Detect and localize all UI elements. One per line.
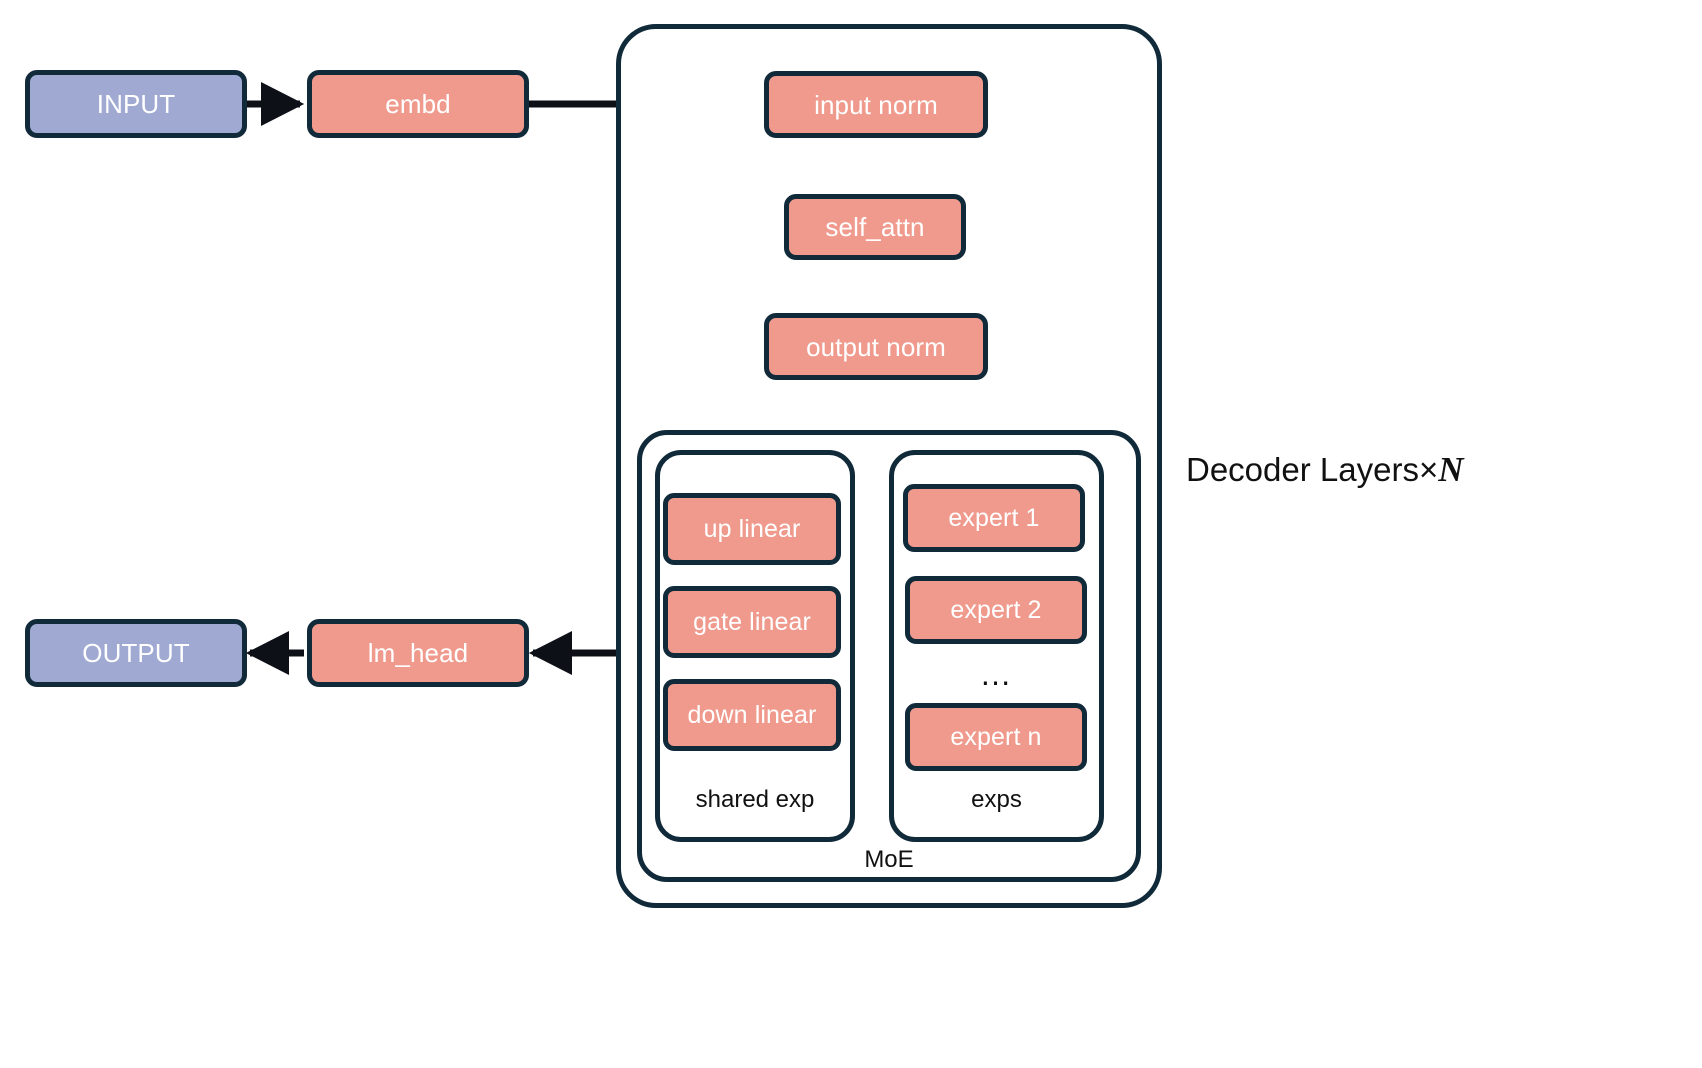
gate-linear-node-label: gate linear <box>693 607 811 636</box>
down-linear-node[interactable]: down linear <box>663 679 841 751</box>
self-attn-node[interactable]: self_attn <box>784 194 966 260</box>
exps-caption: exps <box>971 786 1022 813</box>
input-node-label: INPUT <box>96 89 176 119</box>
expert-n-node[interactable]: expert n <box>905 703 1087 771</box>
embd-node[interactable]: embd <box>307 70 529 138</box>
input-norm-node-label: input norm <box>814 89 938 120</box>
moe-caption: MoE <box>864 846 914 873</box>
expert-n-node-label: expert n <box>950 722 1042 751</box>
lm-head-node[interactable]: lm_head <box>307 619 529 687</box>
up-linear-node[interactable]: up linear <box>663 493 841 565</box>
input-node[interactable]: INPUT <box>25 70 247 138</box>
input-norm-node[interactable]: input norm <box>764 71 988 138</box>
expert-2-node-label: expert 2 <box>950 595 1042 624</box>
output-node-label: OUTPUT <box>82 638 190 668</box>
up-linear-node-label: up linear <box>703 514 801 543</box>
lm-head-node-label: lm_head <box>367 638 469 668</box>
output-node[interactable]: OUTPUT <box>25 619 247 687</box>
decoder-layers-side-label: Decoder Layers×N <box>1186 452 1464 487</box>
decoder-layers-count-variable: N <box>1438 450 1464 489</box>
experts-ellipsis: … <box>979 656 1014 692</box>
expert-2-node[interactable]: expert 2 <box>905 576 1087 644</box>
self-attn-node-label: self_attn <box>825 212 925 242</box>
output-norm-node[interactable]: output norm <box>764 313 988 380</box>
embd-node-label: embd <box>385 89 451 119</box>
gate-linear-node[interactable]: gate linear <box>663 586 841 658</box>
expert-1-node-label: expert 1 <box>948 503 1040 532</box>
down-linear-node-label: down linear <box>687 700 817 729</box>
output-norm-node-label: output norm <box>806 331 946 362</box>
decoder-layers-side-label-text: Decoder Layers× <box>1186 451 1439 488</box>
expert-1-node[interactable]: expert 1 <box>903 484 1085 552</box>
shared-expert-caption: shared exp <box>695 786 815 813</box>
